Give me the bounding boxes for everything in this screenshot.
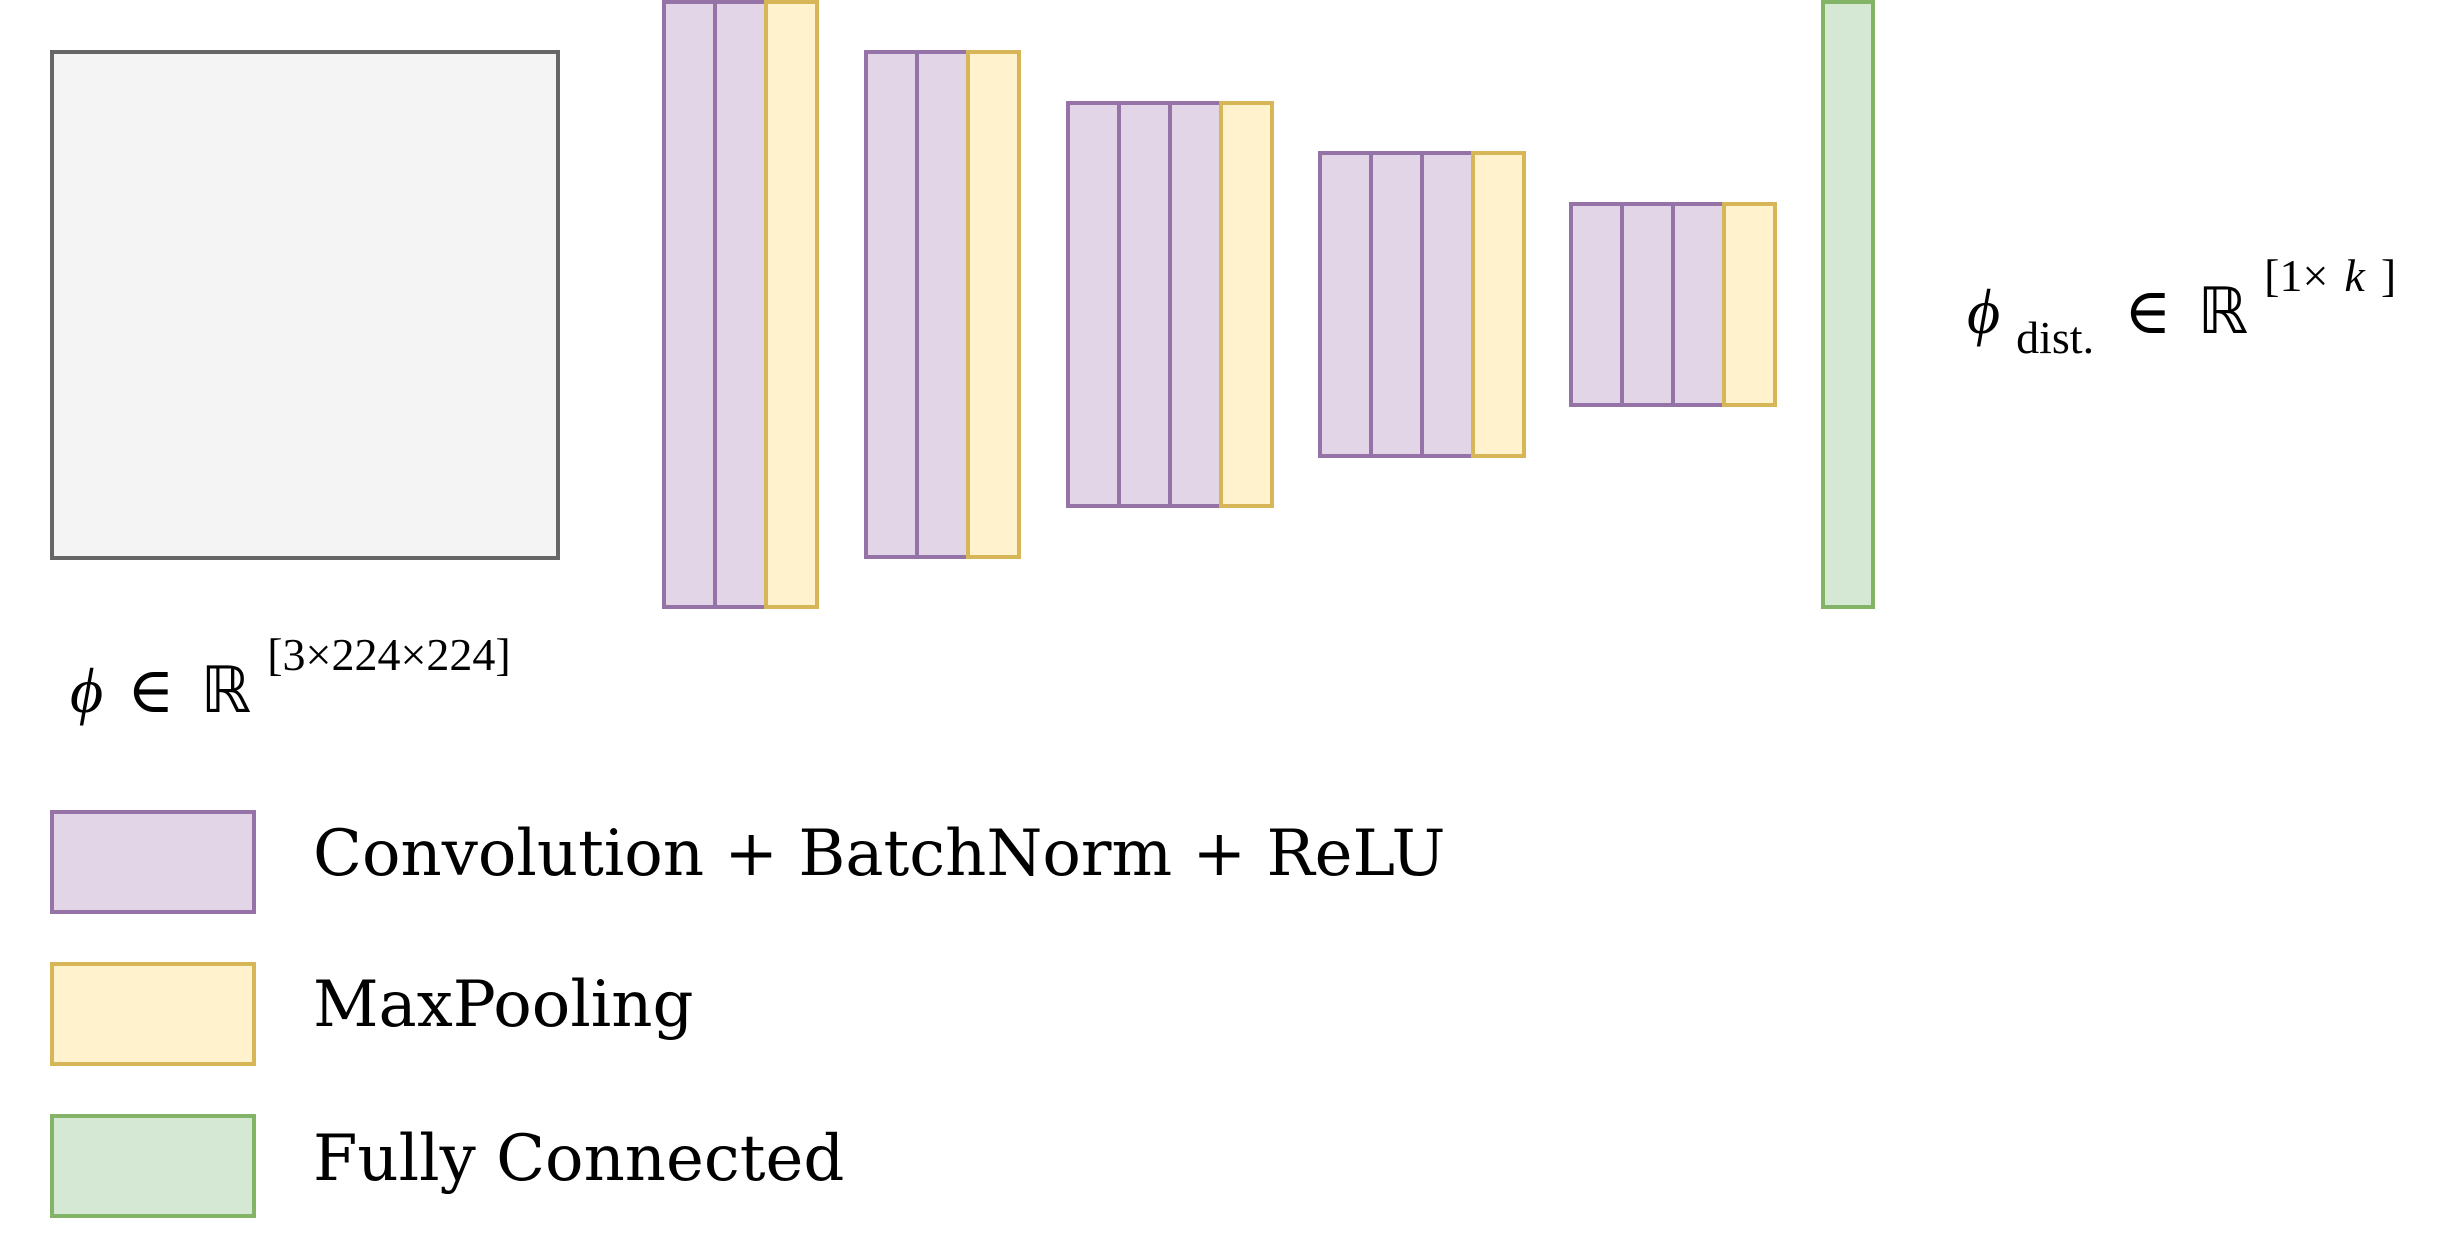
legend-pool-label: MaxPooling (313, 968, 693, 1042)
layer-block-4 (1318, 151, 1526, 458)
maxpool-layer (1722, 202, 1777, 407)
layer-block-2 (864, 50, 1021, 559)
conv-layer (713, 0, 768, 609)
output-symbol: ϕ (1967, 276, 2000, 347)
legend-pool-swatch (50, 962, 256, 1066)
legend-fc-label: Fully Connected (313, 1122, 844, 1196)
input-space: ℝ (201, 654, 252, 728)
conv-layer (1318, 151, 1373, 458)
input-dims: [3×224×224] (267, 629, 511, 680)
input-image-block (50, 50, 560, 560)
legend-conv-swatch (50, 810, 256, 914)
conv-layer (1420, 151, 1475, 458)
layer-block-1 (662, 0, 819, 609)
output-dims-open: [1× (2264, 250, 2328, 301)
output-dims-var: k (2344, 250, 2366, 301)
maxpool-layer (966, 50, 1021, 559)
legend-conv-label: Convolution + BatchNorm + ReLU (313, 817, 1445, 891)
conv-layer (1066, 101, 1121, 508)
output-dims-close: ] (2381, 250, 2396, 301)
fully-connected-layer (1821, 0, 1875, 609)
conv-layer (1569, 202, 1624, 407)
output-space: ℝ (2197, 275, 2248, 349)
conv-layer (1369, 151, 1424, 458)
conv-layer (662, 0, 717, 609)
legend: Convolution + BatchNorm + ReLU MaxPoolin… (50, 810, 1445, 1218)
conv-layer (1620, 202, 1675, 407)
conv-layer (1168, 101, 1223, 508)
input-shape-label: ϕ ∈ ℝ [3×224×224] (70, 629, 511, 728)
input-member-sign: ∈ (127, 655, 174, 726)
input-symbol: ϕ (70, 655, 103, 726)
conv-layer (1671, 202, 1726, 407)
conv-layer (915, 50, 970, 559)
layer-block-5 (1569, 202, 1777, 407)
output-member-sign: ∈ (2124, 276, 2171, 347)
output-shape-label: ϕ dist. ∈ ℝ [1× k ] (1967, 234, 2396, 367)
maxpool-layer (1471, 151, 1526, 458)
network-layers (662, 0, 1777, 609)
maxpool-layer (764, 0, 819, 609)
maxpool-layer (1219, 101, 1274, 508)
conv-layer (1117, 101, 1172, 508)
conv-layer (864, 50, 919, 559)
layer-block-3 (1066, 101, 1274, 508)
legend-fc-swatch (50, 1114, 256, 1218)
output-subscript: dist. (2016, 312, 2094, 363)
